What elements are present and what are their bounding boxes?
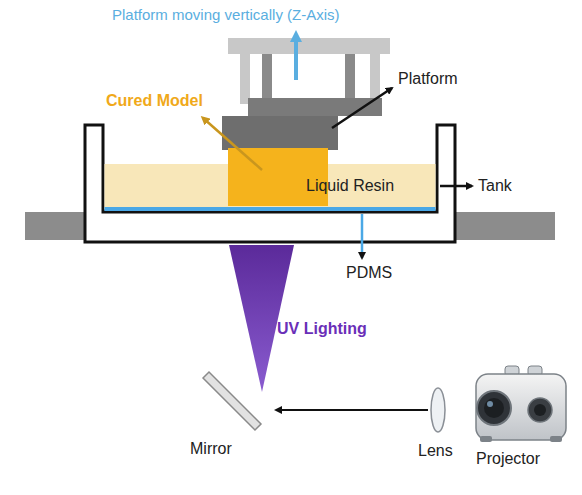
part-label: Mirror xyxy=(190,440,232,458)
light-path-arrow xyxy=(276,409,428,411)
platform xyxy=(222,116,338,150)
part-label: Liquid Resin xyxy=(306,177,394,195)
part-label: Tank xyxy=(478,177,512,195)
gantry-frame xyxy=(240,54,250,104)
part-label: Cured Model xyxy=(106,92,203,110)
platform-post xyxy=(262,54,272,100)
leader-line xyxy=(332,88,392,128)
pdms-layer xyxy=(105,207,436,211)
part-label: Projector xyxy=(476,450,540,468)
projector-icon xyxy=(476,366,566,442)
part-label: Platform xyxy=(398,70,458,88)
platform-post xyxy=(345,54,355,100)
leader-line xyxy=(361,214,364,258)
z-axis-arrow xyxy=(294,36,298,80)
gantry-frame xyxy=(228,38,390,54)
uv-beam xyxy=(229,245,294,392)
part-label: UV Lighting xyxy=(277,320,367,338)
part-label: Lens xyxy=(418,442,453,460)
mirror xyxy=(203,372,261,430)
leader-line xyxy=(203,118,262,170)
part-label: PDMS xyxy=(346,264,392,282)
motion-label: Platform moving vertically (Z-Axis) xyxy=(112,6,340,23)
lens xyxy=(431,388,445,432)
leader-line xyxy=(440,185,472,188)
